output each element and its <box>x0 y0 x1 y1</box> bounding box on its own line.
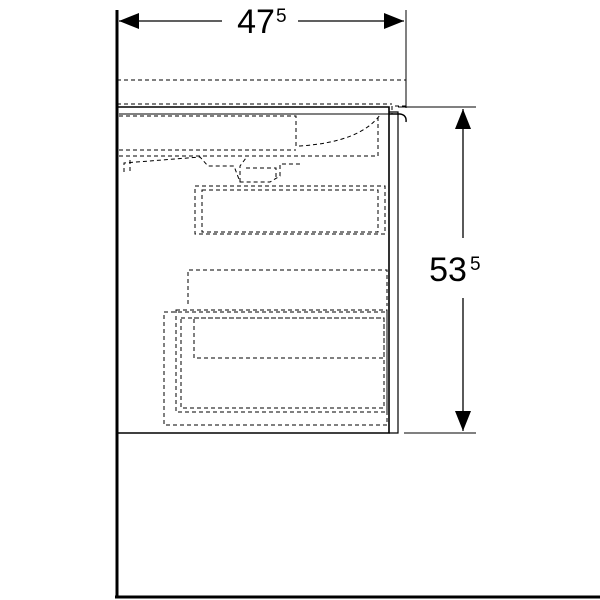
height-dimension-label: 53 <box>429 251 467 289</box>
washbasin-outline <box>117 79 407 183</box>
siphon-outline <box>123 156 300 183</box>
lower-drawer <box>163 269 388 426</box>
upper-drawer-outer <box>194 185 386 235</box>
cabinet-outline <box>117 106 390 434</box>
lower-drawer-insert <box>193 317 385 359</box>
upper-drawer <box>194 185 386 235</box>
lower-drawer-inner <box>180 317 385 409</box>
height-dimension-superscript: 5 <box>470 254 481 275</box>
width-arrow-left <box>119 13 139 29</box>
upper-drawer-inner <box>201 189 379 233</box>
width-dimension: 47 5 <box>119 3 407 108</box>
height-arrow-top <box>455 109 471 129</box>
washbasin-top <box>117 79 407 114</box>
siphon-pipe <box>129 160 277 180</box>
width-arrow-right <box>384 13 404 29</box>
height-dimension: 53 5 <box>398 106 481 434</box>
cabinet-body <box>117 106 407 434</box>
width-dimension-superscript: 5 <box>276 6 287 27</box>
washbasin-underside <box>119 115 379 157</box>
width-dimension-label: 47 <box>237 3 275 41</box>
lower-drawer-box <box>175 309 388 413</box>
height-arrow-bottom <box>455 411 471 431</box>
washbasin-bowl <box>119 114 381 147</box>
lower-drawer-top-frame <box>187 269 388 306</box>
cabinet-front-panel <box>389 111 399 434</box>
cabinet-handle <box>389 113 407 123</box>
